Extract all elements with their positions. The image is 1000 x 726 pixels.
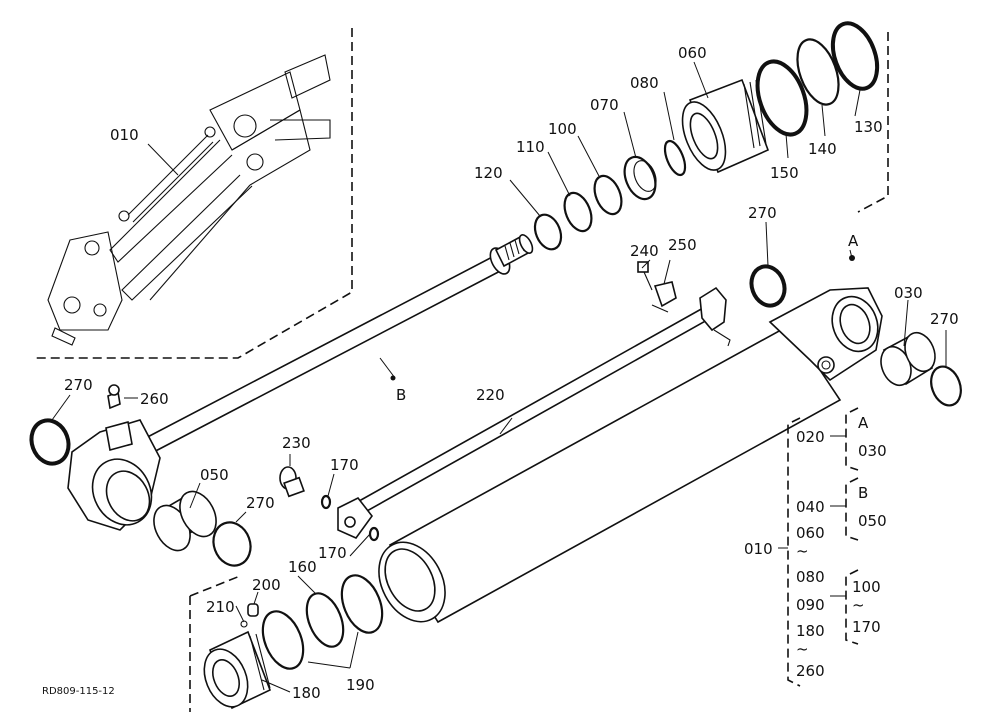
callout-050: 050: [200, 466, 229, 484]
callout-270-top: 270: [748, 204, 777, 222]
piston-180: [203, 630, 272, 710]
callout-130: 130: [854, 118, 883, 136]
o-ring-170-b: [368, 526, 380, 542]
pipe-220: [337, 286, 731, 539]
callout-260: 260: [140, 390, 169, 408]
piston-rod: [136, 234, 534, 458]
legend-main-item-6: 180: [796, 622, 825, 640]
callout-190: 190: [346, 676, 375, 694]
seal-070: [623, 155, 657, 201]
legend-main-item-3: ~: [796, 542, 809, 560]
callout-150: 150: [770, 164, 799, 182]
legend-group-a-item-0: A: [858, 414, 869, 432]
legend-range-item-0: 100: [852, 578, 881, 596]
callout-250: 250: [668, 236, 697, 254]
callout-270-left: 270: [64, 376, 93, 394]
legend-main-item-0: 020: [796, 428, 825, 446]
legend-main-item-7: ~: [796, 640, 809, 658]
o-ring-170-a: [320, 494, 332, 510]
backup-ring-140: [796, 38, 840, 106]
seal-190-a: [261, 610, 305, 670]
callout-010: 010: [110, 126, 139, 144]
legend-main-item-8: 260: [796, 662, 825, 680]
group-bracket-top: [857, 32, 889, 213]
callout-070: 070: [590, 96, 619, 114]
callout-B: B: [396, 386, 406, 404]
figure-code: RD809-115-12: [42, 686, 115, 697]
seal-110: [563, 191, 593, 233]
callout-270-mid: 270: [246, 494, 275, 512]
callout-080: 080: [630, 74, 659, 92]
legend-group-a-item-1: 030: [858, 442, 887, 460]
callout-200: 200: [252, 576, 281, 594]
callout-270-right: 270: [930, 310, 959, 328]
legend-main-item-2: 060: [796, 524, 825, 542]
boom-arm-drawing: [47, 54, 331, 346]
bushing-050: [153, 490, 217, 552]
callout-100: 100: [548, 120, 577, 138]
set-screw-200: [247, 603, 259, 617]
cylinder-head-060: [681, 78, 770, 174]
clip-250: [651, 281, 677, 313]
seal-ring-270-top: [749, 264, 787, 308]
callout-180: 180: [292, 684, 321, 702]
cylinder-tube: [378, 255, 883, 624]
callout-A: A: [848, 232, 859, 250]
legend-main-item-4: 080: [796, 568, 825, 586]
bushing-030: [880, 331, 936, 387]
callout-140: 140: [808, 140, 837, 158]
o-ring-150: [755, 59, 809, 137]
callout-210: 210: [206, 598, 235, 616]
legend-range-item-1: ~: [852, 596, 865, 614]
callout-160: 160: [288, 558, 317, 576]
callout-170-b: 170: [318, 544, 347, 562]
seal-190-b: [340, 574, 384, 634]
legend-range-item-2: 170: [852, 618, 881, 636]
callout-120: 120: [474, 164, 503, 182]
legend-group-b-item-0: B: [858, 484, 868, 502]
bolt-240: [637, 261, 653, 291]
seal-ring-270-mid: [212, 521, 252, 567]
seal-100: [593, 174, 623, 216]
callout-leaders: [51, 61, 947, 693]
ring-120: [533, 213, 563, 251]
boom-arm-inset: 010: [35, 28, 353, 359]
seal-ring-270-right: [930, 365, 962, 407]
callout-030: 030: [894, 284, 923, 302]
callout-060: 060: [678, 44, 707, 62]
callout-240: 240: [630, 242, 659, 260]
marker-B-dot: [390, 375, 396, 381]
legend-main-item-1: 040: [796, 498, 825, 516]
callout-170-a: 170: [330, 456, 359, 474]
callout-220: 220: [476, 386, 505, 404]
legend-group-b-item-1: 050: [858, 512, 887, 530]
callout-230: 230: [282, 434, 311, 452]
seal-160: [305, 592, 345, 648]
o-ring-130: [830, 21, 880, 91]
legend-assembly: 010: [744, 540, 773, 558]
group-bracket-bottom: [189, 575, 241, 712]
grease-nipple-260: [107, 384, 121, 410]
rod-eye: [67, 419, 161, 531]
seal-ring-270-left: [29, 418, 71, 466]
callout-110: 110: [516, 138, 545, 156]
legend-main-item-5: 090: [796, 596, 825, 614]
circlip-080: [663, 139, 687, 177]
banjo-bolt-230: [279, 466, 305, 498]
